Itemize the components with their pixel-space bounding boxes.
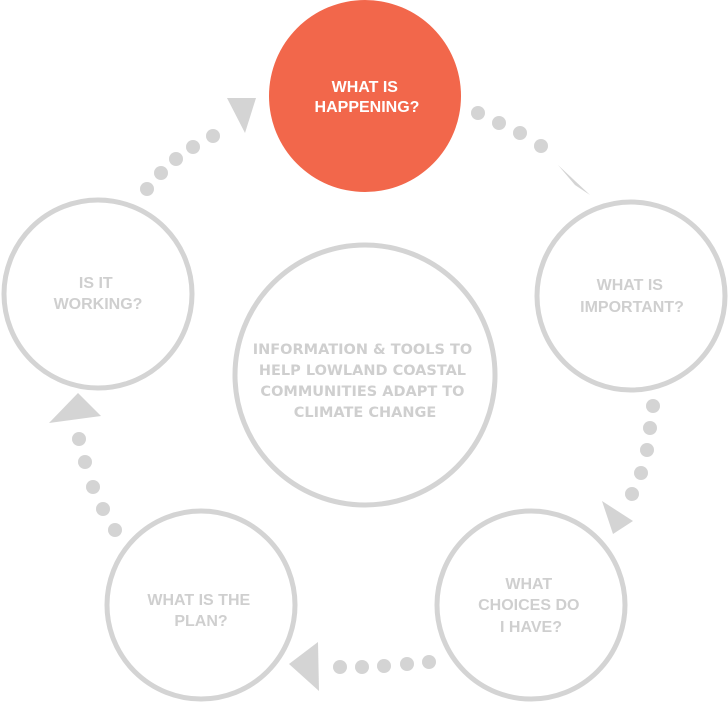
connector-dot bbox=[78, 455, 92, 469]
arrowhead-icon bbox=[558, 165, 590, 195]
node-label-line: WHAT bbox=[505, 576, 552, 593]
node-label-line: WORKING? bbox=[54, 296, 143, 313]
connector-dot bbox=[154, 166, 168, 180]
connector-what-is-the-plan-to-is-it-working bbox=[49, 393, 122, 537]
node-label-what-choices-do-i-have: WHAT CHOICES DO I HAVE? bbox=[478, 576, 584, 636]
connector-dot bbox=[72, 432, 86, 446]
connector-dot bbox=[634, 466, 648, 480]
center-line-2: HELP LOWLAND COASTAL bbox=[259, 363, 466, 379]
node-label-line: WHAT IS bbox=[597, 277, 664, 294]
connector-dot bbox=[643, 421, 657, 435]
connector-dot bbox=[513, 126, 527, 140]
node-is-it-working[interactable]: IS IT WORKING? bbox=[1, 197, 195, 391]
cycle-connectors bbox=[49, 98, 660, 691]
connector-what-is-important-to-what-choices-do-i-have bbox=[602, 399, 660, 534]
connector-dot bbox=[534, 139, 548, 153]
connector-dot bbox=[86, 480, 100, 494]
node-circle-what-is-the-plan[interactable] bbox=[104, 508, 298, 702]
center-circle bbox=[232, 242, 498, 508]
arrowhead-icon bbox=[602, 501, 633, 534]
connector-dot bbox=[492, 116, 506, 130]
connector-what-is-happening-to-what-is-important bbox=[471, 106, 590, 195]
node-what-is-important[interactable]: WHAT IS IMPORTANT? bbox=[534, 199, 728, 393]
node-what-is-happening[interactable]: WHAT IS HAPPENING? bbox=[269, 0, 461, 192]
node-label-line: PLAN? bbox=[174, 613, 227, 630]
connector-dot bbox=[471, 106, 485, 120]
connector-dot bbox=[640, 443, 654, 457]
node-label-line: IMPORTANT? bbox=[580, 299, 684, 316]
node-label-what-is-happening: WHAT IS HAPPENING? bbox=[315, 79, 420, 116]
center-line-1: INFORMATION & TOOLS TO bbox=[253, 342, 472, 358]
connector-dot bbox=[108, 523, 122, 537]
center-hub: INFORMATION & TOOLS TO HELP LOWLAND COAS… bbox=[232, 242, 498, 508]
node-label-line: CHOICES DO bbox=[478, 597, 579, 614]
node-circle-what-is-happening[interactable] bbox=[269, 0, 461, 192]
connector-what-choices-do-i-have-to-what-is-the-plan bbox=[289, 642, 436, 691]
connector-is-it-working-to-what-is-happening bbox=[140, 98, 256, 196]
node-circle-is-it-working[interactable] bbox=[1, 197, 195, 391]
connector-dot bbox=[186, 140, 200, 154]
connector-dot bbox=[355, 660, 369, 674]
node-circle-what-choices-do-i-have[interactable] bbox=[434, 508, 628, 702]
connector-dot bbox=[96, 502, 110, 516]
connector-dot bbox=[169, 152, 183, 166]
connector-dot bbox=[625, 487, 639, 501]
node-label-line: WHAT IS bbox=[332, 79, 399, 96]
connector-dot bbox=[140, 182, 154, 196]
connector-dot bbox=[333, 660, 347, 674]
center-line-3: COMMUNITIES ADAPT TO bbox=[260, 384, 464, 400]
arrowhead-icon bbox=[289, 642, 319, 691]
node-what-is-the-plan[interactable]: WHAT IS THE PLAN? bbox=[104, 508, 298, 702]
node-what-choices-do-i-have[interactable]: WHAT CHOICES DO I HAVE? bbox=[434, 508, 628, 702]
node-label-what-is-important: WHAT IS IMPORTANT? bbox=[580, 277, 684, 316]
center-line-4: CLIMATE CHANGE bbox=[294, 405, 437, 421]
node-label-line: IS IT bbox=[79, 275, 113, 292]
node-label-line: HAPPENING? bbox=[315, 99, 420, 116]
connector-dot bbox=[377, 659, 391, 673]
connector-dot bbox=[400, 657, 414, 671]
arrowhead-icon bbox=[227, 98, 256, 133]
node-label-what-is-the-plan: WHAT IS THE PLAN? bbox=[147, 592, 254, 630]
connector-dot bbox=[646, 399, 660, 413]
connector-dot bbox=[422, 655, 436, 669]
center-description: INFORMATION & TOOLS TO HELP LOWLAND COAS… bbox=[253, 342, 478, 421]
node-label-line: I HAVE? bbox=[500, 619, 562, 636]
node-circle-what-is-important[interactable] bbox=[534, 199, 728, 393]
node-label-line: WHAT IS THE bbox=[147, 592, 250, 609]
node-label-is-it-working: IS IT WORKING? bbox=[54, 275, 143, 313]
arrowhead-icon bbox=[49, 393, 101, 423]
connector-dot bbox=[206, 129, 220, 143]
